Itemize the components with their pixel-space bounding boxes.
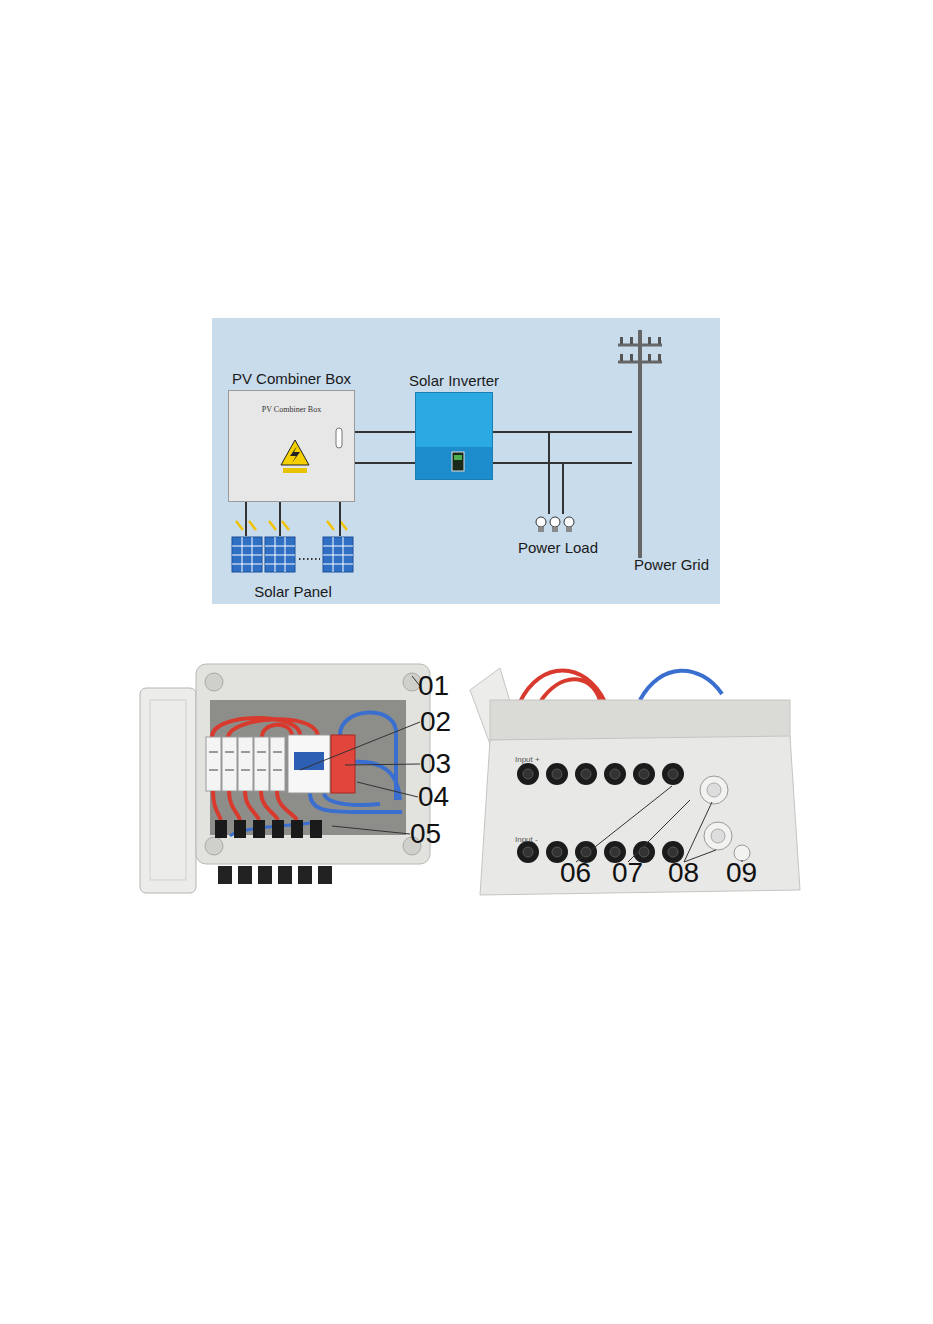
- connector-socket: [523, 769, 678, 857]
- sun-ray-symbol: [236, 521, 347, 530]
- mounting-plate: [210, 700, 406, 835]
- lid-gasket: [150, 700, 186, 880]
- panel-group: Solar Panel: [228, 536, 358, 600]
- grid-pole: Power Grid: [632, 325, 717, 573]
- node-heading: PV Combiner Box: [232, 370, 351, 387]
- inverter-led: [454, 455, 462, 460]
- mc4-connector: [604, 763, 626, 785]
- callout-number: 09: [726, 857, 757, 889]
- cable-gland: [707, 783, 721, 797]
- inverter-box: Solar Inverter: [415, 392, 493, 480]
- fuse-holder: [238, 737, 253, 791]
- corner-screw: [205, 673, 223, 691]
- mc4-connector: [662, 763, 684, 785]
- cable-gland: [711, 829, 725, 843]
- warning-sign: [281, 440, 309, 465]
- port-label: Input -: [515, 835, 538, 844]
- inverter-display: [452, 452, 464, 471]
- pole-symbol: [638, 330, 642, 558]
- leader-line: [300, 676, 420, 834]
- bulb-symbol: [564, 517, 574, 527]
- callout-number: 03: [420, 748, 451, 780]
- mc4-connector: [546, 763, 568, 785]
- mc4-connector: [218, 866, 332, 884]
- diagram-background: [212, 318, 720, 604]
- box-lid: [140, 688, 196, 893]
- dc-breaker: [288, 735, 330, 793]
- blue-wire: [640, 671, 722, 700]
- callout-number: 01: [418, 670, 449, 702]
- box-lid: [470, 668, 522, 744]
- solar-panel-symbol: [265, 537, 295, 572]
- wire-connector: [355, 462, 415, 464]
- warning-plate: [283, 468, 307, 473]
- combiner-box: PV Combiner BoxPV Combiner Box: [228, 390, 355, 502]
- fuse-marking: [209, 752, 282, 770]
- wire-connector: [339, 502, 341, 536]
- solar-panel-symbol: [323, 537, 353, 572]
- blue-wire: [310, 712, 402, 812]
- insulator-symbol: [620, 337, 661, 361]
- callout-number: 08: [668, 857, 699, 889]
- mc4-connector: [633, 763, 655, 785]
- callout-number: 05: [410, 818, 441, 850]
- surge-protector: [331, 735, 355, 793]
- mc4-connector: [517, 841, 539, 863]
- enclosure-body: [196, 664, 430, 864]
- node-text: PV Combiner Box: [229, 405, 354, 414]
- panel-cell-grid: [232, 537, 353, 572]
- enclosure-side: [480, 736, 800, 895]
- ellipsis-dots: [299, 558, 320, 560]
- red-wire: [213, 791, 297, 820]
- fuse-holder: [270, 737, 285, 791]
- wire-connector: [493, 463, 563, 514]
- pole-crossarm: [618, 345, 662, 362]
- mc4-connector: [517, 763, 539, 785]
- callout-number: 06: [560, 857, 591, 889]
- red-wire: [212, 718, 318, 737]
- fuse-holder: [206, 737, 221, 791]
- inverter-lower-panel: [416, 447, 492, 479]
- wire-connector: [493, 432, 549, 514]
- wire-connector: [355, 431, 415, 433]
- callout-number: 02: [420, 706, 451, 738]
- cable-gland: [700, 776, 728, 804]
- node-heading: Power Grid: [634, 556, 709, 573]
- wire-connector: [279, 502, 281, 536]
- box-handle: [336, 428, 342, 448]
- wire-connector: [493, 462, 632, 464]
- enclosure-rim: [490, 700, 790, 740]
- cable-gland: [704, 822, 732, 850]
- bulb-symbol: [550, 517, 560, 527]
- load-group: Power Load: [508, 514, 608, 556]
- callout-number: 04: [418, 781, 449, 813]
- fuse-holder: [254, 737, 269, 791]
- lightning-symbol: [290, 446, 300, 463]
- bulb-symbol: [536, 517, 546, 527]
- port-label: Input +: [515, 755, 540, 764]
- wire-connector: [245, 502, 247, 536]
- corner-screw: [205, 837, 223, 855]
- bulb-base: [538, 527, 572, 532]
- inner-connector: [215, 820, 322, 838]
- leader-line: [576, 786, 742, 862]
- mc4-connector: [575, 763, 597, 785]
- breaker-handle: [294, 752, 324, 770]
- fuse-holder: [222, 737, 237, 791]
- blue-wire: [230, 822, 316, 836]
- solar-panel-symbol: [232, 537, 262, 572]
- red-wire: [520, 671, 605, 703]
- node-heading: Solar Panel: [216, 583, 370, 600]
- node-heading: Solar Inverter: [409, 372, 499, 389]
- callout-number: 07: [612, 857, 643, 889]
- node-heading: Power Load: [496, 539, 620, 556]
- wire-connector: [493, 431, 632, 433]
